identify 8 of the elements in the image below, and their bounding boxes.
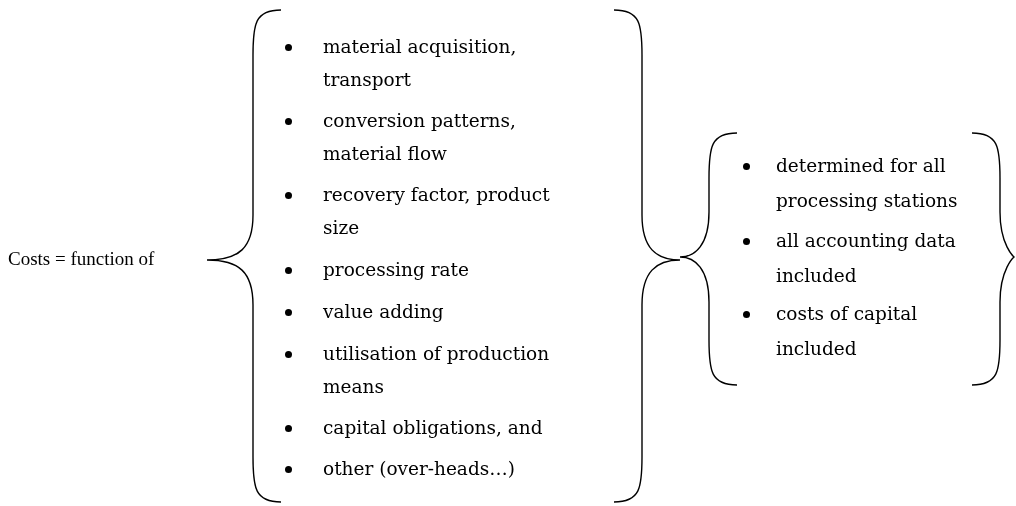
list-item-text: costs of capital included bbox=[776, 302, 919, 361]
list-item-text: processing rate bbox=[323, 258, 470, 282]
list-item-text: recovery factor, product size bbox=[323, 183, 551, 240]
bracketed-list bbox=[205, 8, 683, 504]
equation-text: Costs = function of bbox=[8, 248, 155, 270]
list-item-text: capital obligations, and bbox=[323, 416, 544, 440]
list-item-text: other (over-heads…) bbox=[323, 457, 516, 481]
list-item-text: value adding bbox=[323, 300, 445, 324]
